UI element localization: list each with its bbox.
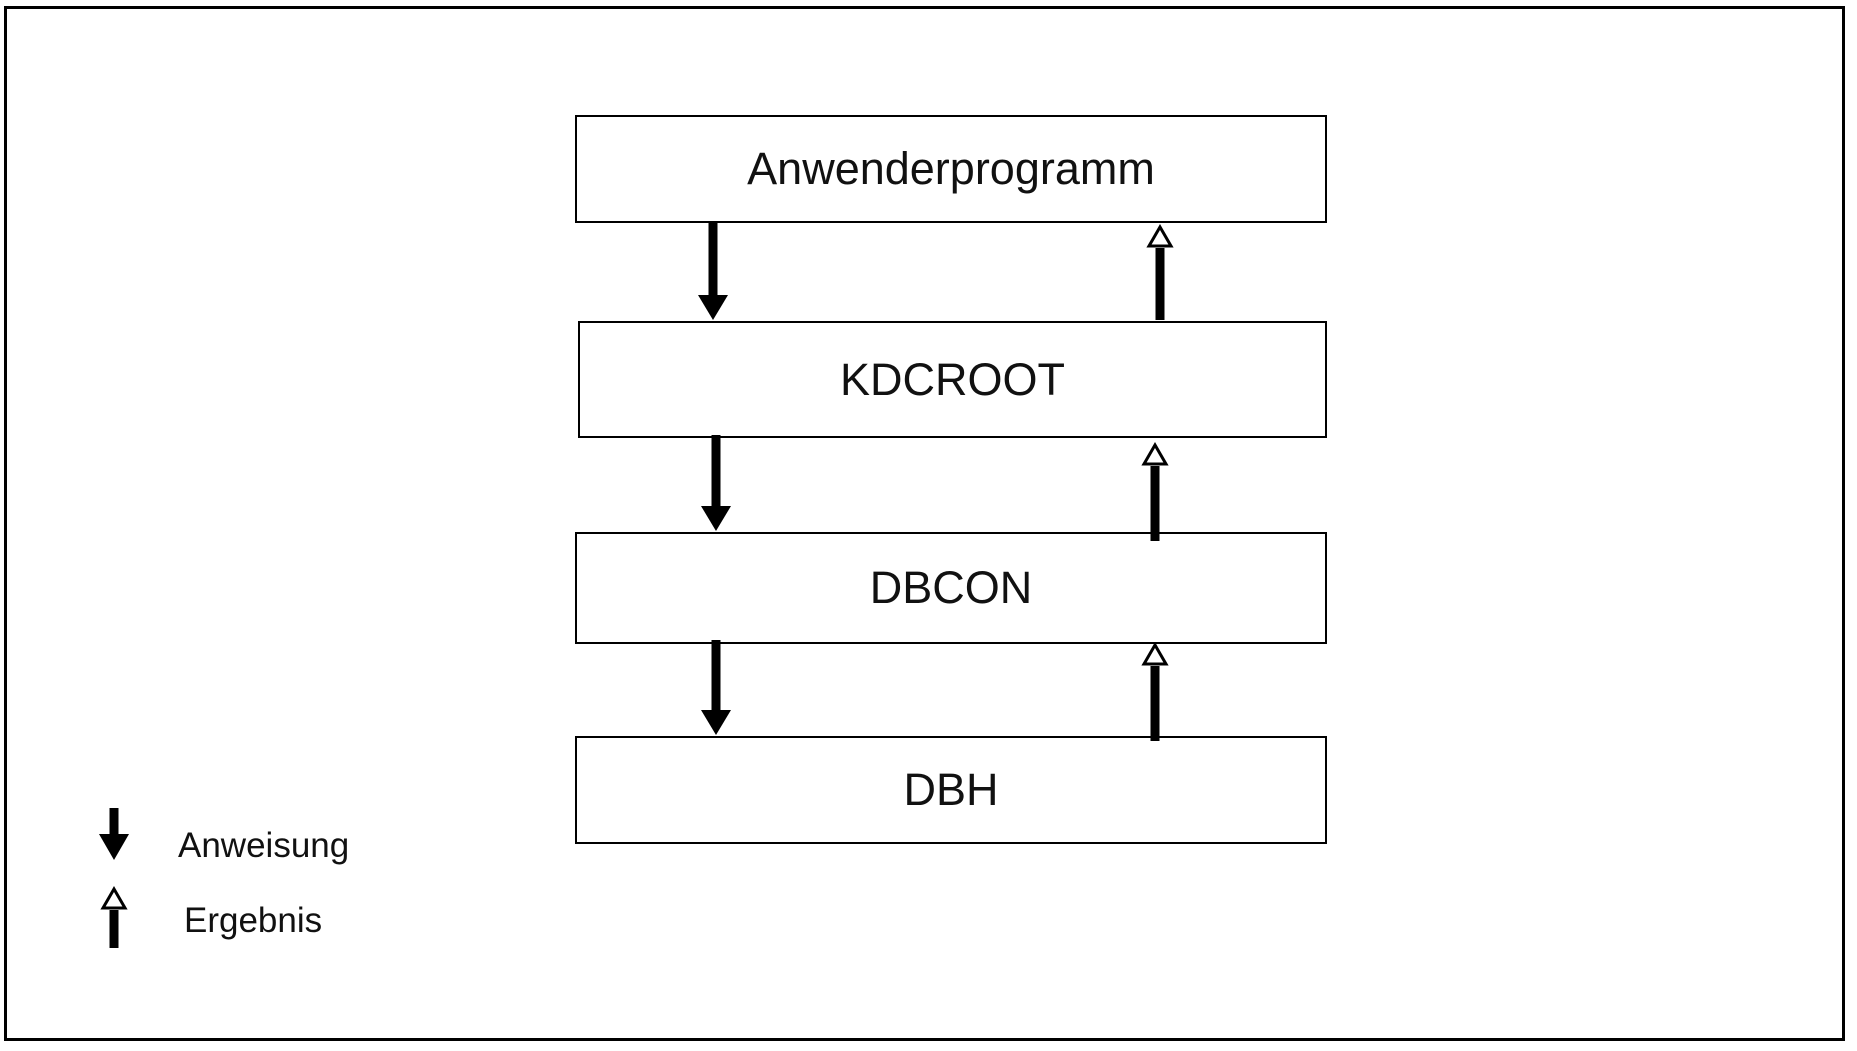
layer-label: Anwenderprogramm — [747, 143, 1155, 194]
layer-anwenderprogramm: Anwenderprogramm — [575, 115, 1327, 223]
legend-ergebnis-label: Ergebnis — [184, 901, 323, 940]
layer-label: DBH — [903, 764, 999, 815]
legend-anweisung-label: Anweisung — [178, 826, 350, 865]
layer-dbcon: DBCON — [575, 532, 1327, 644]
layer-label: KDCROOT — [840, 353, 1065, 405]
layer-label: DBCON — [869, 562, 1033, 613]
layer-kdcroot: KDCROOT — [578, 321, 1327, 438]
figure-frame — [4, 6, 1845, 1041]
layer-dbh: DBH — [575, 736, 1327, 844]
